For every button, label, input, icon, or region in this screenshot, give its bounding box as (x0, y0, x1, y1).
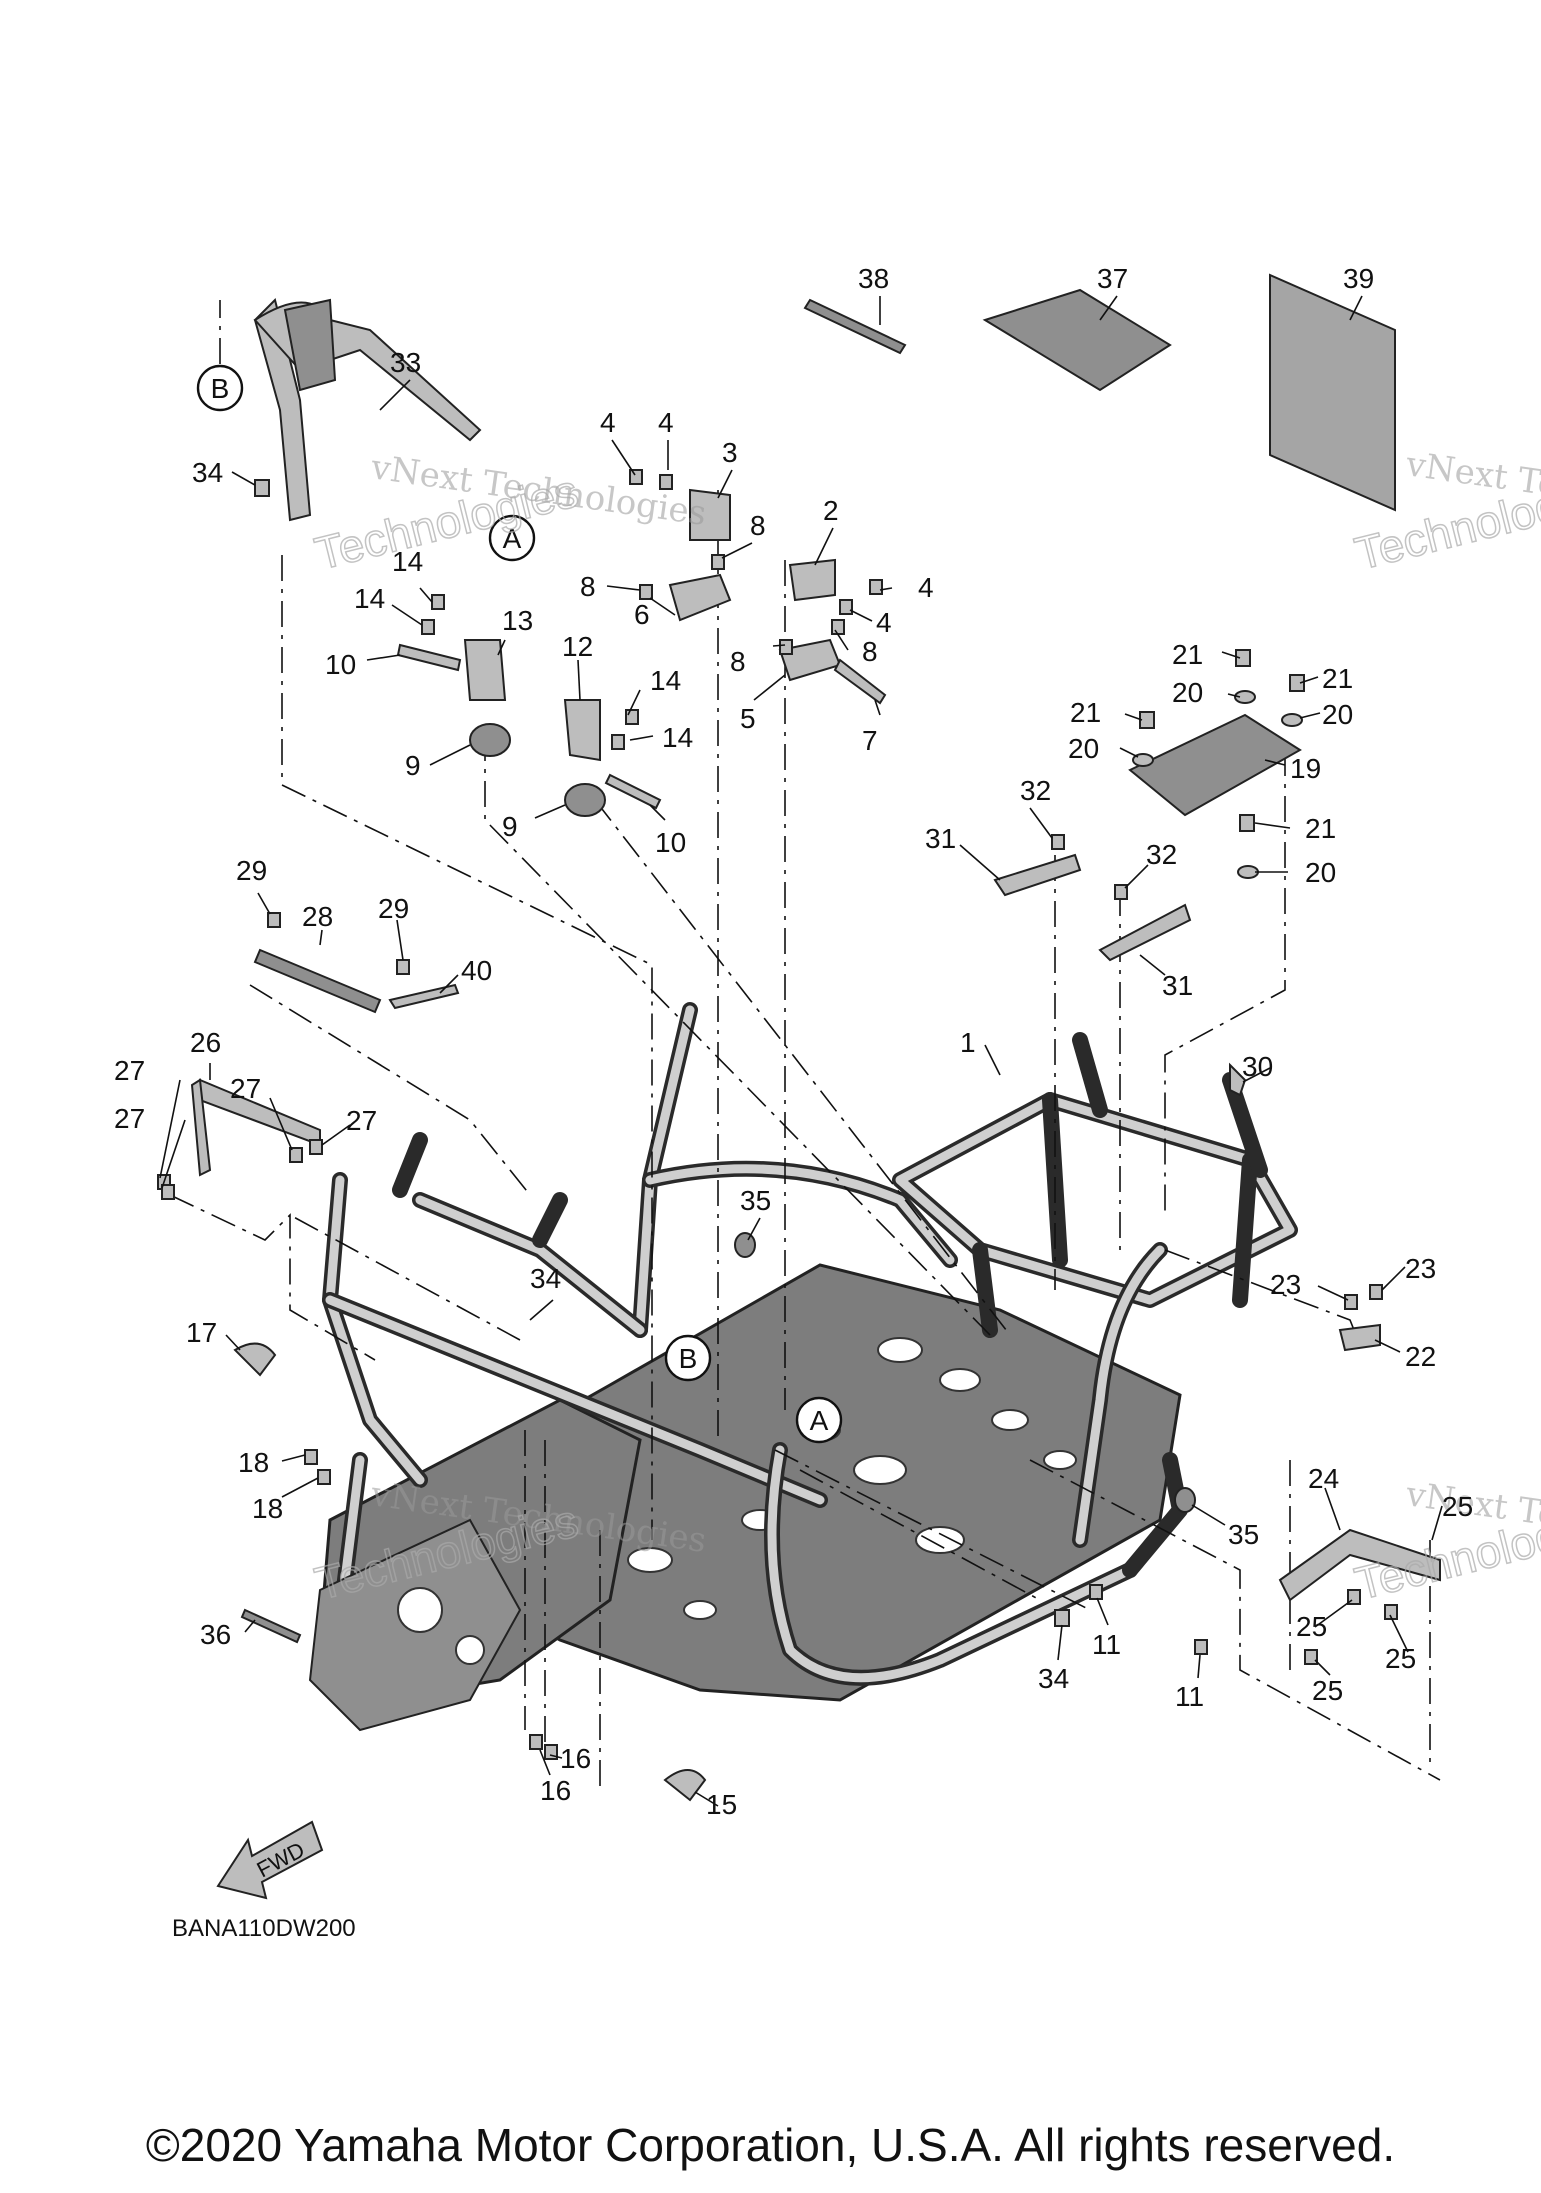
callout-39: 39 (1343, 263, 1374, 294)
callout-31: 31 (1162, 970, 1193, 1001)
front-suspension-mount (308, 1518, 522, 1732)
callout-23: 23 (1270, 1269, 1301, 1300)
part-37-plate (982, 288, 1172, 392)
callout-28: 28 (302, 901, 333, 932)
callout-32: 32 (1146, 839, 1177, 870)
callout-17: 17 (186, 1317, 217, 1348)
callout-34: 34 (530, 1263, 561, 1294)
copyright-notice: ©2020 Yamaha Motor Corporation, U.S.A. A… (145, 2119, 1396, 2171)
callout-35: 35 (1228, 1519, 1259, 1550)
svg-text:A: A (503, 523, 522, 554)
callout-10: 10 (325, 649, 356, 680)
callout-22: 22 (1405, 1341, 1436, 1372)
callout-32: 32 (1020, 775, 1051, 806)
reference-marker-b-frame: B (664, 1334, 712, 1382)
part-28-strip (253, 948, 382, 1014)
callout-20: 20 (1068, 733, 1099, 764)
part-19-plate (1128, 713, 1302, 817)
callout-21: 21 (1172, 639, 1203, 670)
callout-1: 1 (960, 1027, 976, 1058)
callout-20: 20 (1172, 677, 1203, 708)
callout-29: 29 (236, 855, 267, 886)
callout-11: 11 (1092, 1629, 1121, 1660)
callout-29: 29 (378, 893, 409, 924)
drawing-code: BANA110DW200 (172, 1915, 356, 1942)
callout-36: 36 (200, 1619, 231, 1650)
callout-16: 16 (560, 1743, 591, 1774)
callout-14: 14 (662, 722, 693, 753)
callout-4: 4 (600, 407, 616, 438)
forward-direction-arrow: FWD (216, 1820, 324, 1900)
svg-text:B: B (211, 373, 230, 404)
reference-marker-b-top: B (196, 364, 244, 412)
callout-38: 38 (858, 263, 889, 294)
part-38-rod (803, 298, 907, 355)
callout-8: 8 (750, 510, 766, 541)
rear-subframe (892, 1032, 1298, 1338)
callout-34: 34 (192, 457, 223, 488)
reference-marker-a-top: A (488, 514, 536, 562)
callout-9: 9 (405, 750, 421, 781)
svg-text:A: A (810, 1405, 829, 1436)
callout-23: 23 (1405, 1253, 1436, 1284)
callout-27: 27 (230, 1073, 261, 1104)
callout-8: 8 (730, 646, 746, 677)
callout-37: 37 (1097, 263, 1128, 294)
callout-13: 13 (502, 605, 533, 636)
callout-20: 20 (1322, 699, 1353, 730)
callout-4: 4 (658, 407, 674, 438)
callout-2: 2 (823, 495, 839, 526)
callout-8: 8 (862, 636, 878, 667)
callout-25: 25 (1296, 1611, 1327, 1642)
part-24-bracket (1278, 1528, 1441, 1602)
callout-14: 14 (354, 583, 385, 614)
callout-24: 24 (1308, 1463, 1339, 1494)
callout-leaders (159, 295, 1443, 1807)
callout-14: 14 (650, 665, 681, 696)
main-frame-assembly (308, 1002, 1298, 1732)
callout-10: 10 (655, 827, 686, 858)
callout-20: 20 (1305, 857, 1336, 888)
callout-21: 21 (1322, 663, 1353, 694)
callout-33: 33 (390, 347, 421, 378)
callout-25: 25 (1442, 1491, 1473, 1522)
callout-30: 30 (1242, 1051, 1273, 1082)
callout-16: 16 (540, 1775, 571, 1806)
part-shapes (157, 273, 1441, 1802)
floor-holes (627, 1337, 1077, 1620)
callout-5: 5 (740, 703, 756, 734)
callout-27: 27 (114, 1103, 145, 1134)
callout-11: 11 (1175, 1681, 1204, 1712)
callout-15: 15 (706, 1789, 737, 1820)
callout-6: 6 (634, 599, 650, 630)
callout-27: 27 (346, 1105, 377, 1136)
callout-31: 31 (925, 823, 956, 854)
callout-26: 26 (190, 1027, 221, 1058)
reference-marker-a-frame: A (795, 1396, 843, 1444)
callout-21: 21 (1305, 813, 1336, 844)
callout-40: 40 (461, 955, 492, 986)
callout-25: 25 (1385, 1643, 1416, 1674)
callout-18: 18 (252, 1493, 283, 1524)
svg-text:B: B (679, 1343, 698, 1374)
callout-4: 4 (876, 607, 892, 638)
callout-34: 34 (1038, 1663, 1069, 1694)
callout-4: 4 (918, 572, 934, 603)
callout-9: 9 (502, 811, 518, 842)
callout-3: 3 (722, 437, 738, 468)
callout-25: 25 (1312, 1675, 1343, 1706)
callout-14: 14 (392, 546, 423, 577)
callout-27: 27 (114, 1055, 145, 1086)
callout-19: 19 (1290, 753, 1321, 784)
callout-labels: 38 37 39 33 34 4 4 3 8 8 6 2 4 4 8 8 5 7… (114, 263, 1473, 1820)
callout-8: 8 (580, 571, 596, 602)
callout-7: 7 (862, 725, 878, 756)
assembly-guide-lines (169, 300, 1441, 1790)
part-39-mesh (1269, 273, 1396, 512)
callout-18: 18 (238, 1447, 269, 1478)
callout-21: 21 (1070, 697, 1101, 728)
callout-35: 35 (740, 1185, 771, 1216)
callout-12: 12 (562, 631, 593, 662)
